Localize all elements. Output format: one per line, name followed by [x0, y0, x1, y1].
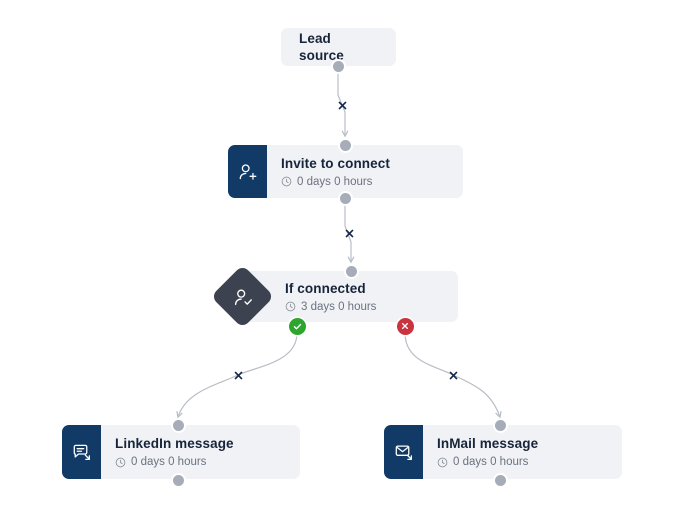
- remove-edge-icon-invite-to-if[interactable]: [342, 226, 356, 240]
- linkedin-delay: 0 days 0 hours: [115, 455, 286, 469]
- node-inmail-message[interactable]: InMail message 0 days 0 hours: [384, 425, 622, 479]
- linkedin-delay-text: 0 days 0 hours: [131, 456, 207, 468]
- clock-icon: [285, 301, 296, 312]
- inmail-out-anchor[interactable]: [493, 473, 508, 488]
- if-connected-delay-text: 3 days 0 hours: [301, 300, 377, 313]
- linkedin-body: LinkedIn message 0 days 0 hours: [101, 425, 300, 479]
- lead-source-out-anchor[interactable]: [331, 59, 346, 74]
- lead-source-title: Lead source: [299, 31, 344, 63]
- node-lead-source[interactable]: Lead source: [281, 28, 396, 66]
- linkedin-title: LinkedIn message: [115, 436, 234, 451]
- invite-body: Invite to connect 0 days 0 hours: [267, 145, 463, 198]
- invite-title: Invite to connect: [281, 155, 390, 171]
- node-invite-to-connect[interactable]: Invite to connect 0 days 0 hours: [228, 145, 463, 198]
- clock-icon: [115, 457, 126, 467]
- clock-icon: [437, 457, 448, 467]
- node-linkedin-message[interactable]: LinkedIn message 0 days 0 hours: [62, 425, 300, 479]
- check-icon: [293, 323, 301, 329]
- if-connected-in-anchor[interactable]: [344, 264, 359, 279]
- invite-delay: 0 days 0 hours: [281, 175, 449, 189]
- invite-out-anchor[interactable]: [338, 191, 353, 206]
- if-connected-body: If connected 3 days 0 hours: [243, 271, 458, 322]
- inmail-delay-text: 0 days 0 hours: [453, 456, 529, 468]
- clock-icon: [281, 176, 292, 187]
- inmail-in-anchor[interactable]: [493, 418, 508, 433]
- chat-bubble-arrow-icon: [62, 425, 101, 479]
- remove-edge-icon-lead-to-invite[interactable]: [335, 98, 349, 112]
- inmail-title: InMail message: [437, 436, 539, 451]
- linkedin-out-anchor[interactable]: [171, 473, 186, 488]
- inmail-delay: 0 days 0 hours: [437, 455, 608, 469]
- inmail-body: InMail message 0 days 0 hours: [423, 425, 622, 479]
- if-connected-title: If connected: [285, 280, 366, 296]
- invite-delay-text: 0 days 0 hours: [297, 175, 373, 188]
- person-add-icon: [228, 145, 267, 198]
- person-check-icon: [228, 282, 258, 312]
- linkedin-in-anchor[interactable]: [171, 418, 186, 433]
- branch-yes-badge[interactable]: [288, 317, 306, 335]
- node-if-connected[interactable]: If connected 3 days 0 hours: [243, 271, 458, 322]
- envelope-arrow-icon: [384, 425, 423, 479]
- branch-no-badge[interactable]: [396, 317, 414, 335]
- if-connected-delay: 3 days 0 hours: [285, 300, 444, 314]
- remove-edge-icon-no-branch[interactable]: [446, 368, 460, 382]
- invite-in-anchor[interactable]: [338, 138, 353, 153]
- close-icon: [402, 323, 408, 329]
- remove-edge-icon-yes-branch[interactable]: [231, 368, 245, 382]
